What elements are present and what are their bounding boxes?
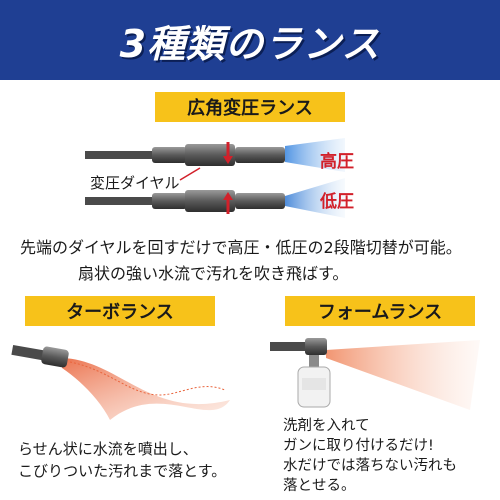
- bottle-label: [302, 378, 326, 390]
- turbo-lance-description: らせん状に水流を噴出し、: [18, 440, 198, 458]
- arrow-up-icon: [223, 192, 233, 200]
- turbo-nozzle: [41, 346, 69, 368]
- turbo-lance-description: こびりついた汚れまで落とす。: [18, 462, 227, 480]
- lance-rod: [270, 342, 310, 351]
- foam-lance: [270, 338, 480, 410]
- dial-label: 変圧ダイヤル: [90, 174, 180, 192]
- foam-nozzle: [305, 338, 327, 355]
- foam-spray: [326, 340, 480, 410]
- low-pressure-spray: [285, 178, 345, 218]
- arrow-down-icon: [223, 156, 233, 164]
- pressure-dial: [185, 190, 235, 212]
- turbo-lance: [11, 344, 230, 420]
- foam-lance-label: フォームランス: [285, 296, 475, 326]
- pressure-dial: [185, 144, 235, 166]
- foam-lance-description: 洗剤を入れて: [283, 418, 370, 434]
- foam-lance-description: ガンに取り付けるだけ!: [283, 438, 434, 454]
- lance-rod: [11, 344, 48, 361]
- high-pressure-label: 高圧: [320, 152, 354, 172]
- variable-lance-description: 扇状の強い水流で汚れを吹き飛ばす。: [78, 264, 349, 283]
- variable-lance-description: 先端のダイヤルを回すだけで高圧・低圧の2段階切替が可能。: [20, 238, 462, 257]
- high-pressure-spray: [285, 138, 345, 172]
- header-banner: 3種類のランス: [0, 0, 500, 80]
- foam-lance-description: 水だけでは落ちない汚れも: [283, 458, 457, 474]
- foam-lance-description: 落とせる。: [283, 478, 356, 494]
- lance-nozzle: [235, 193, 285, 209]
- dial-pointer-line: [179, 167, 201, 181]
- lance-grip: [152, 147, 187, 163]
- lance-rod: [85, 197, 155, 205]
- spiral-stream: [69, 361, 226, 396]
- lance-grip: [152, 193, 187, 209]
- turbo-lance-label: ターボランス: [25, 296, 215, 326]
- low-pressure-label: 低圧: [320, 192, 354, 212]
- high-pressure-lance: [85, 138, 345, 172]
- low-pressure-lance: [85, 178, 345, 218]
- variable-lance-label: 広角変圧ランス: [155, 92, 345, 122]
- lance-rod: [85, 151, 155, 159]
- lance-nozzle: [235, 147, 285, 163]
- turbo-spray: [62, 358, 230, 420]
- page-title: 3種類のランス: [119, 21, 381, 66]
- bottle-neck: [309, 355, 319, 367]
